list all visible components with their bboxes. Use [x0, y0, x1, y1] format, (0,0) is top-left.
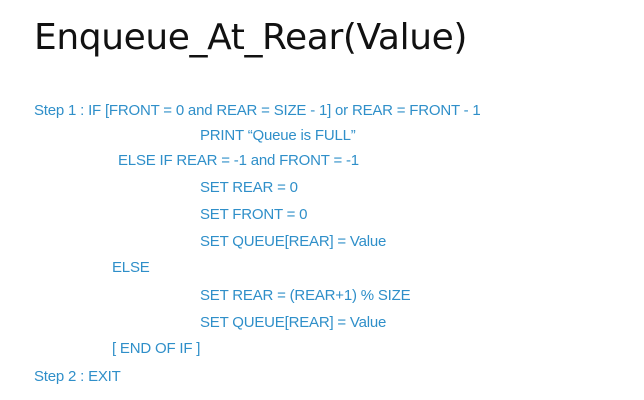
algorithm-line-set-front: SET FRONT = 0 — [200, 206, 308, 223]
algorithm-line-step1-condition: Step 1 : IF [FRONT = 0 and REAR = SIZE -… — [34, 102, 481, 119]
algorithm-line-set-queue: SET QUEUE[REAR] = Value — [200, 233, 387, 250]
algorithm-line-set-rear: SET REAR = 0 — [200, 179, 298, 196]
algorithm-line-else-if: ELSE IF REAR = -1 and FRONT = -1 — [118, 152, 359, 169]
slide-title: Enqueue_At_Rear(Value) — [34, 17, 468, 58]
algorithm-line-set-queue-2: SET QUEUE[REAR] = Value — [200, 314, 387, 331]
algorithm-line-end-if: [ END OF IF ] — [112, 340, 201, 357]
algorithm-line-else: ELSE — [112, 259, 150, 276]
algorithm-line-step2-exit: Step 2 : EXIT — [34, 368, 121, 385]
algorithm-line-set-rear-mod: SET REAR = (REAR+1) % SIZE — [200, 287, 411, 304]
algorithm-line-print-full: PRINT “Queue is FULL” — [200, 127, 356, 144]
